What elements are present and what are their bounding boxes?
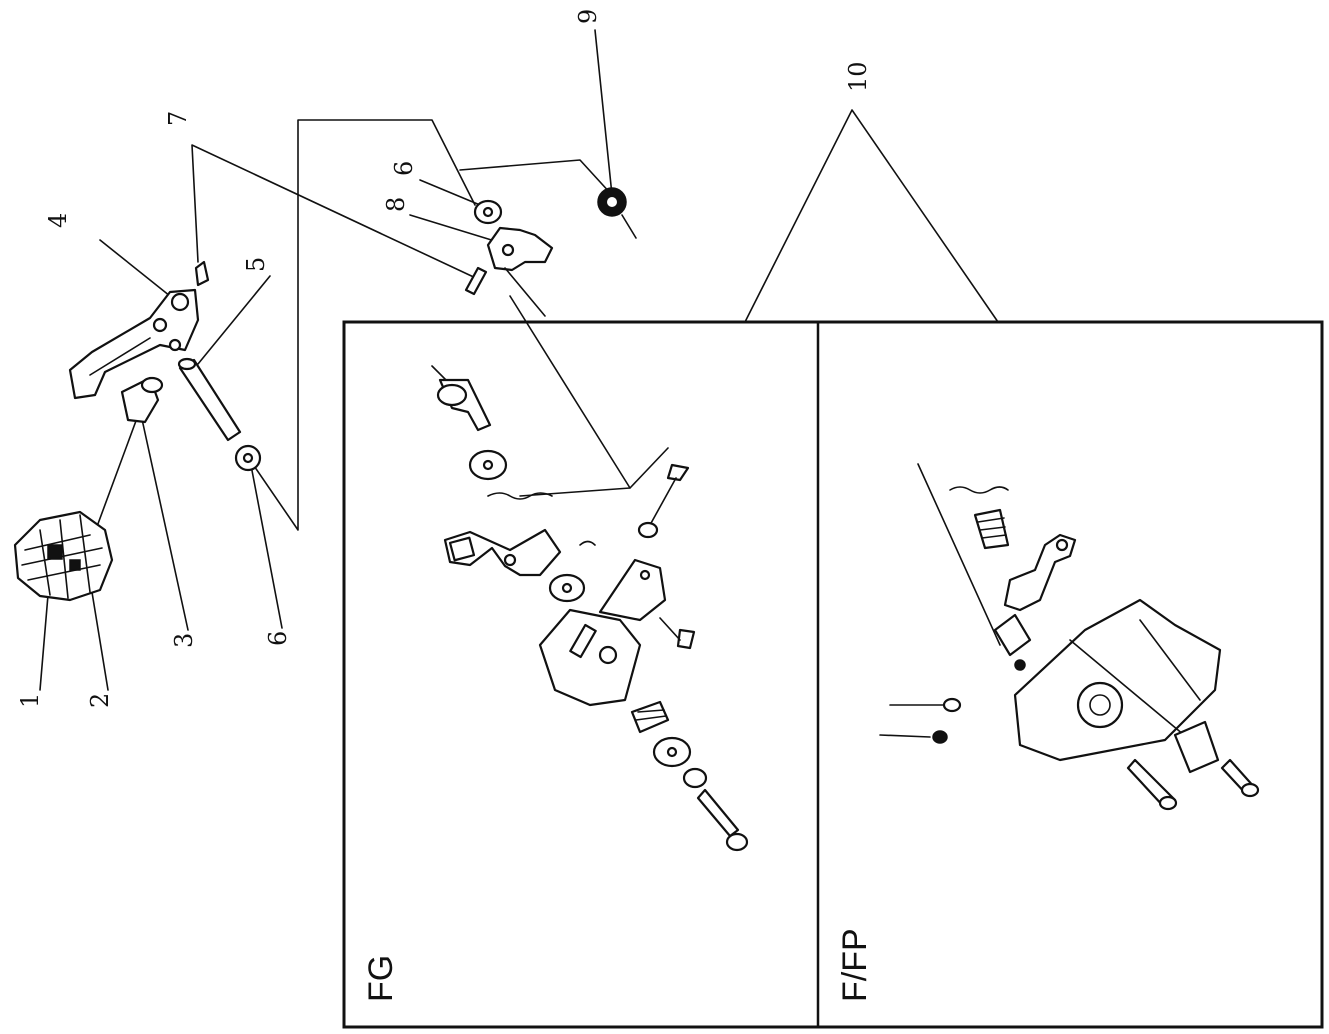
leader-3b	[91, 409, 141, 541]
washer-6b-part	[473, 199, 503, 225]
bushing-part	[120, 376, 164, 424]
leader-6b	[419, 179, 481, 206]
washer-6a-part	[234, 444, 262, 472]
callout-numbers: 1 2 3 4 5 6 6 7 8 9 10	[16, 9, 872, 708]
leader-9-bracket	[459, 159, 613, 196]
leader-9	[594, 29, 613, 196]
ffp-assembly	[879, 463, 1260, 811]
gear-cluster-part	[13, 510, 114, 602]
nut-9-part	[597, 187, 637, 239]
pin-7-part	[464, 266, 488, 296]
callout-10: 10	[844, 61, 872, 92]
leader-7	[191, 144, 481, 281]
callout-9: 9	[574, 9, 602, 24]
callout-8: 8	[382, 197, 410, 212]
callout-1: 1	[16, 693, 44, 708]
leader-3	[139, 409, 189, 631]
callout-7: 7	[164, 111, 192, 126]
leader-1	[39, 594, 49, 691]
panel-label-fg: FG	[362, 955, 400, 1002]
callout-3: 3	[170, 633, 198, 648]
bracket-8-part	[486, 226, 554, 317]
leader-4	[99, 239, 176, 301]
leader-lines	[39, 29, 999, 691]
shaft-part	[177, 357, 242, 442]
leader-6a	[249, 459, 283, 629]
leader-5	[197, 275, 271, 365]
leader-6b-bracket	[249, 119, 476, 531]
leader-10	[744, 109, 999, 323]
callout-4: 4	[44, 213, 72, 228]
callout-6a: 6	[264, 631, 292, 646]
leader-2	[89, 579, 109, 691]
panel-label-ffp: F/FP	[836, 928, 874, 1002]
crank-lever-part	[68, 260, 210, 400]
callout-6b: 6	[390, 161, 418, 176]
fg-assembly	[431, 365, 749, 852]
connector-lines	[509, 295, 669, 497]
callout-5: 5	[242, 257, 270, 272]
panel-frame	[342, 320, 1324, 1029]
callout-2: 2	[86, 693, 114, 708]
leader-8	[409, 214, 499, 243]
